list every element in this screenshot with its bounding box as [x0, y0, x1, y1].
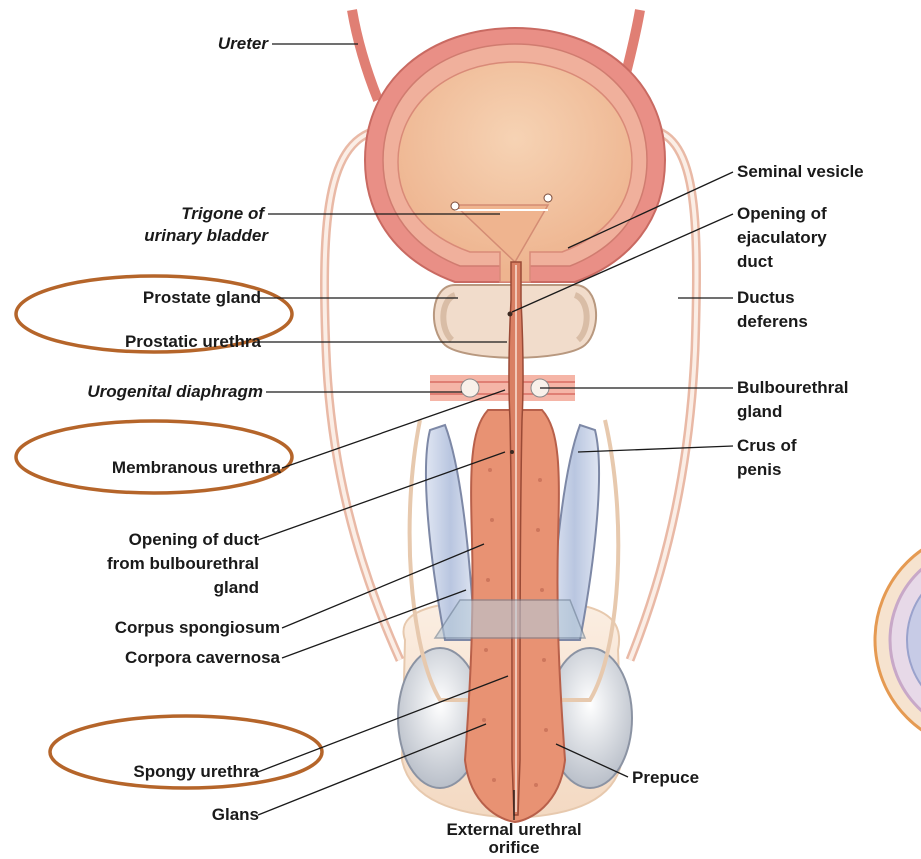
label-bulbourethral-line2: gland: [737, 402, 782, 422]
label-membranous-urethra: Membranous urethra: [112, 458, 281, 478]
label-ductus-line1: Ductus: [737, 288, 795, 308]
label-prostate-gland: Prostate gland: [143, 288, 261, 308]
section-plane: [435, 600, 585, 638]
highlight-ellipse-membranous: [16, 421, 292, 493]
label-external-orifice-line1: External urethral: [414, 820, 614, 840]
label-opening-duct-line2: from bulbourethral: [107, 554, 259, 574]
left-ureter-opening: [451, 202, 459, 210]
label-bulbourethral-line1: Bulbourethral: [737, 378, 848, 398]
label-seminal-vesicle: Seminal vesicle: [737, 162, 864, 182]
label-crus-line1: Crus of: [737, 436, 797, 456]
label-trigone-line2: urinary bladder: [144, 226, 268, 246]
label-ejaculatory-line3: duct: [737, 252, 773, 272]
label-ureter: Ureter: [218, 34, 268, 54]
label-prostatic-urethra: Prostatic urethra: [125, 332, 261, 352]
ejaculatory-opening: [508, 312, 513, 317]
label-ductus-line2: deferens: [737, 312, 808, 332]
left-ureter: [352, 10, 378, 100]
label-external-orifice-line2: orifice: [414, 838, 614, 858]
label-opening-duct-line1: Opening of duct: [129, 530, 259, 550]
label-ejaculatory-line2: ejaculatory: [737, 228, 827, 248]
label-corpus-spongiosum: Corpus spongiosum: [115, 618, 280, 638]
label-ejaculatory-line1: Opening of: [737, 204, 827, 224]
label-prepuce: Prepuce: [632, 768, 699, 788]
bulbourethral-opening: [510, 450, 514, 454]
label-trigone-line1: Trigone of: [181, 204, 264, 224]
label-opening-duct-line3: gland: [214, 578, 259, 598]
left-bulbourethral-gland: [461, 379, 479, 397]
label-spongy-urethra: Spongy urethra: [133, 762, 259, 782]
label-crus-line2: penis: [737, 460, 781, 480]
right-ureter-opening: [544, 194, 552, 202]
label-corpora-cavernosa: Corpora cavernosa: [125, 648, 280, 668]
label-urogenital-diaphragm: Urogenital diaphragm: [87, 382, 263, 402]
label-glans: Glans: [212, 805, 259, 825]
